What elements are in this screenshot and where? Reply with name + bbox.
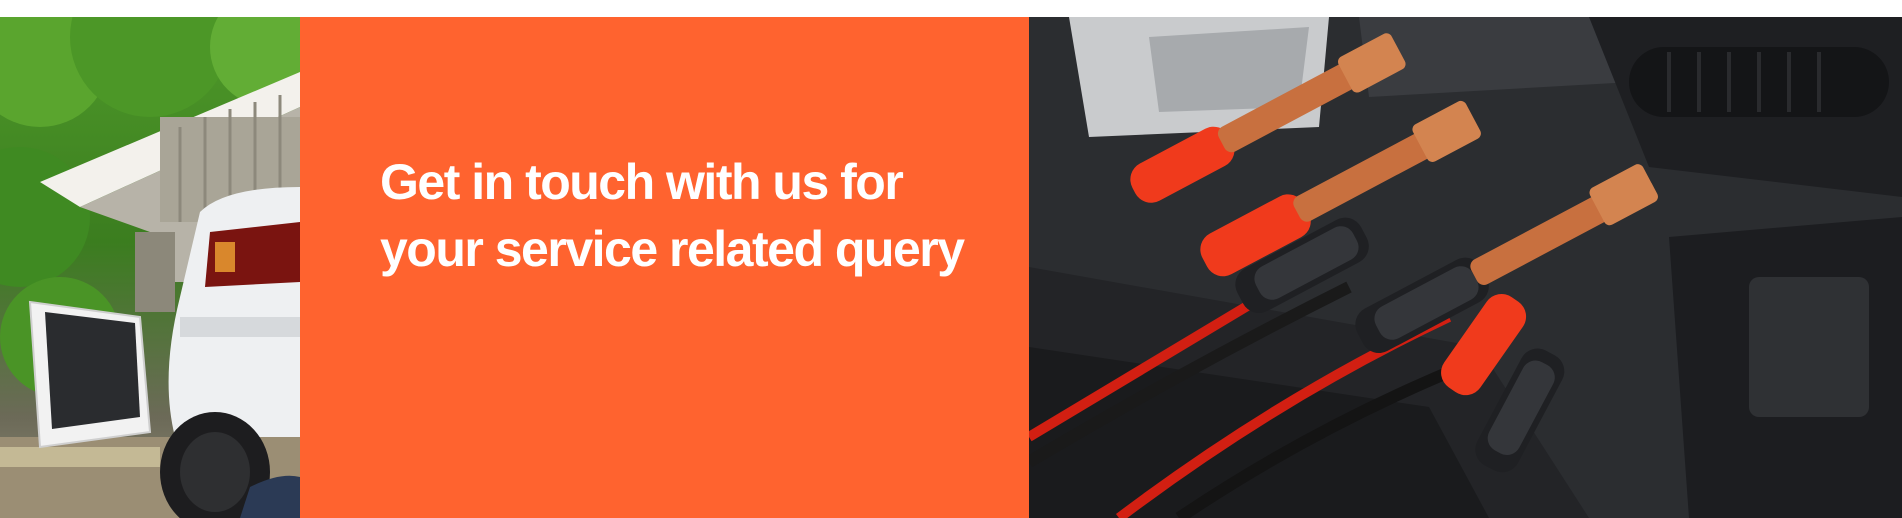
headline-line-1: Get in touch with us for [380,154,904,210]
headline-line-2: your service related query [380,221,965,277]
garage-car-photo [0,17,300,518]
cta-panel: Get in touch with us for your service re… [300,17,1029,518]
cta-headline: Get in touch with us for your service re… [380,149,1000,283]
jumper-cables-photo [1029,17,1902,518]
contact-banner: Get in touch with us for your service re… [0,17,1902,518]
